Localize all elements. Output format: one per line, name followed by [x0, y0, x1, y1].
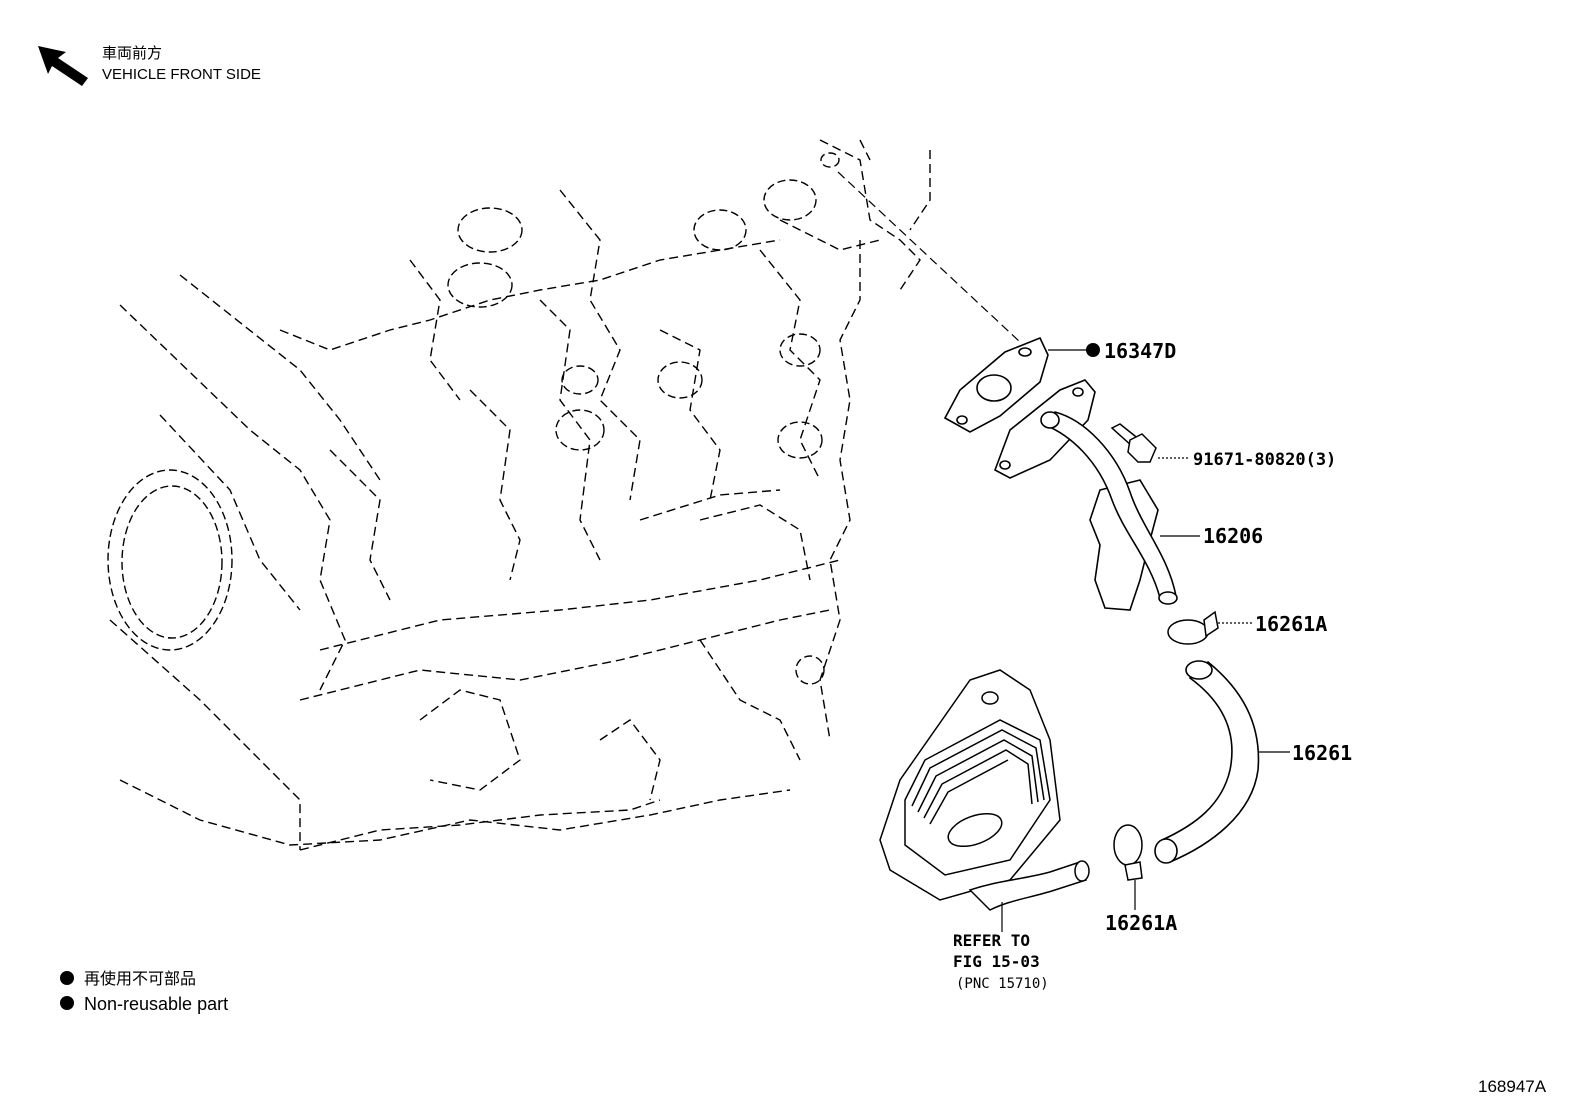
- gasket-part: [943, 336, 1049, 433]
- callout-91671-80820[interactable]: 91671-80820(3): [1193, 450, 1336, 470]
- oil-cooler-part: [879, 669, 1090, 911]
- front-direction-arrow-icon: [38, 46, 88, 86]
- callout-leaders: [1001, 349, 1290, 932]
- callout-16206[interactable]: 16206: [1203, 524, 1263, 548]
- legend-jp: 再使用不可部品: [84, 970, 196, 988]
- figure-id: 168947A: [1478, 1077, 1547, 1096]
- pipe-flange-part: [994, 379, 1178, 611]
- direction-label-en: VEHICLE FRONT SIDE: [102, 66, 261, 83]
- direction-label-jp: 車両前方: [102, 45, 162, 62]
- callout-16261A-lower[interactable]: 16261A: [1105, 911, 1177, 935]
- non-reusable-marker-icon: [1086, 343, 1100, 357]
- engine-block-port-openings: [107, 152, 840, 685]
- refer-line-3: (PNC 15710): [956, 976, 1049, 992]
- clamp-upper-part: [1167, 610, 1219, 645]
- hose-part: [1154, 660, 1260, 864]
- engine-block-outline: [109, 139, 931, 851]
- callout-16261[interactable]: 16261: [1292, 741, 1352, 765]
- gasket-mount-leader: [837, 171, 1021, 343]
- clamp-lower-part: [1113, 824, 1143, 881]
- legend-bullet-jp-icon: [60, 971, 74, 985]
- callout-16261A-upper[interactable]: 16261A: [1255, 612, 1327, 636]
- callout-16347D[interactable]: 16347D: [1104, 339, 1176, 363]
- bolt-part: [1110, 423, 1157, 463]
- refer-line-2[interactable]: FIG 15-03: [953, 952, 1040, 971]
- refer-line-1[interactable]: REFER TO: [953, 931, 1030, 950]
- legend-bullet-en-icon: [60, 996, 74, 1010]
- legend-en: Non-reusable part: [84, 994, 228, 1014]
